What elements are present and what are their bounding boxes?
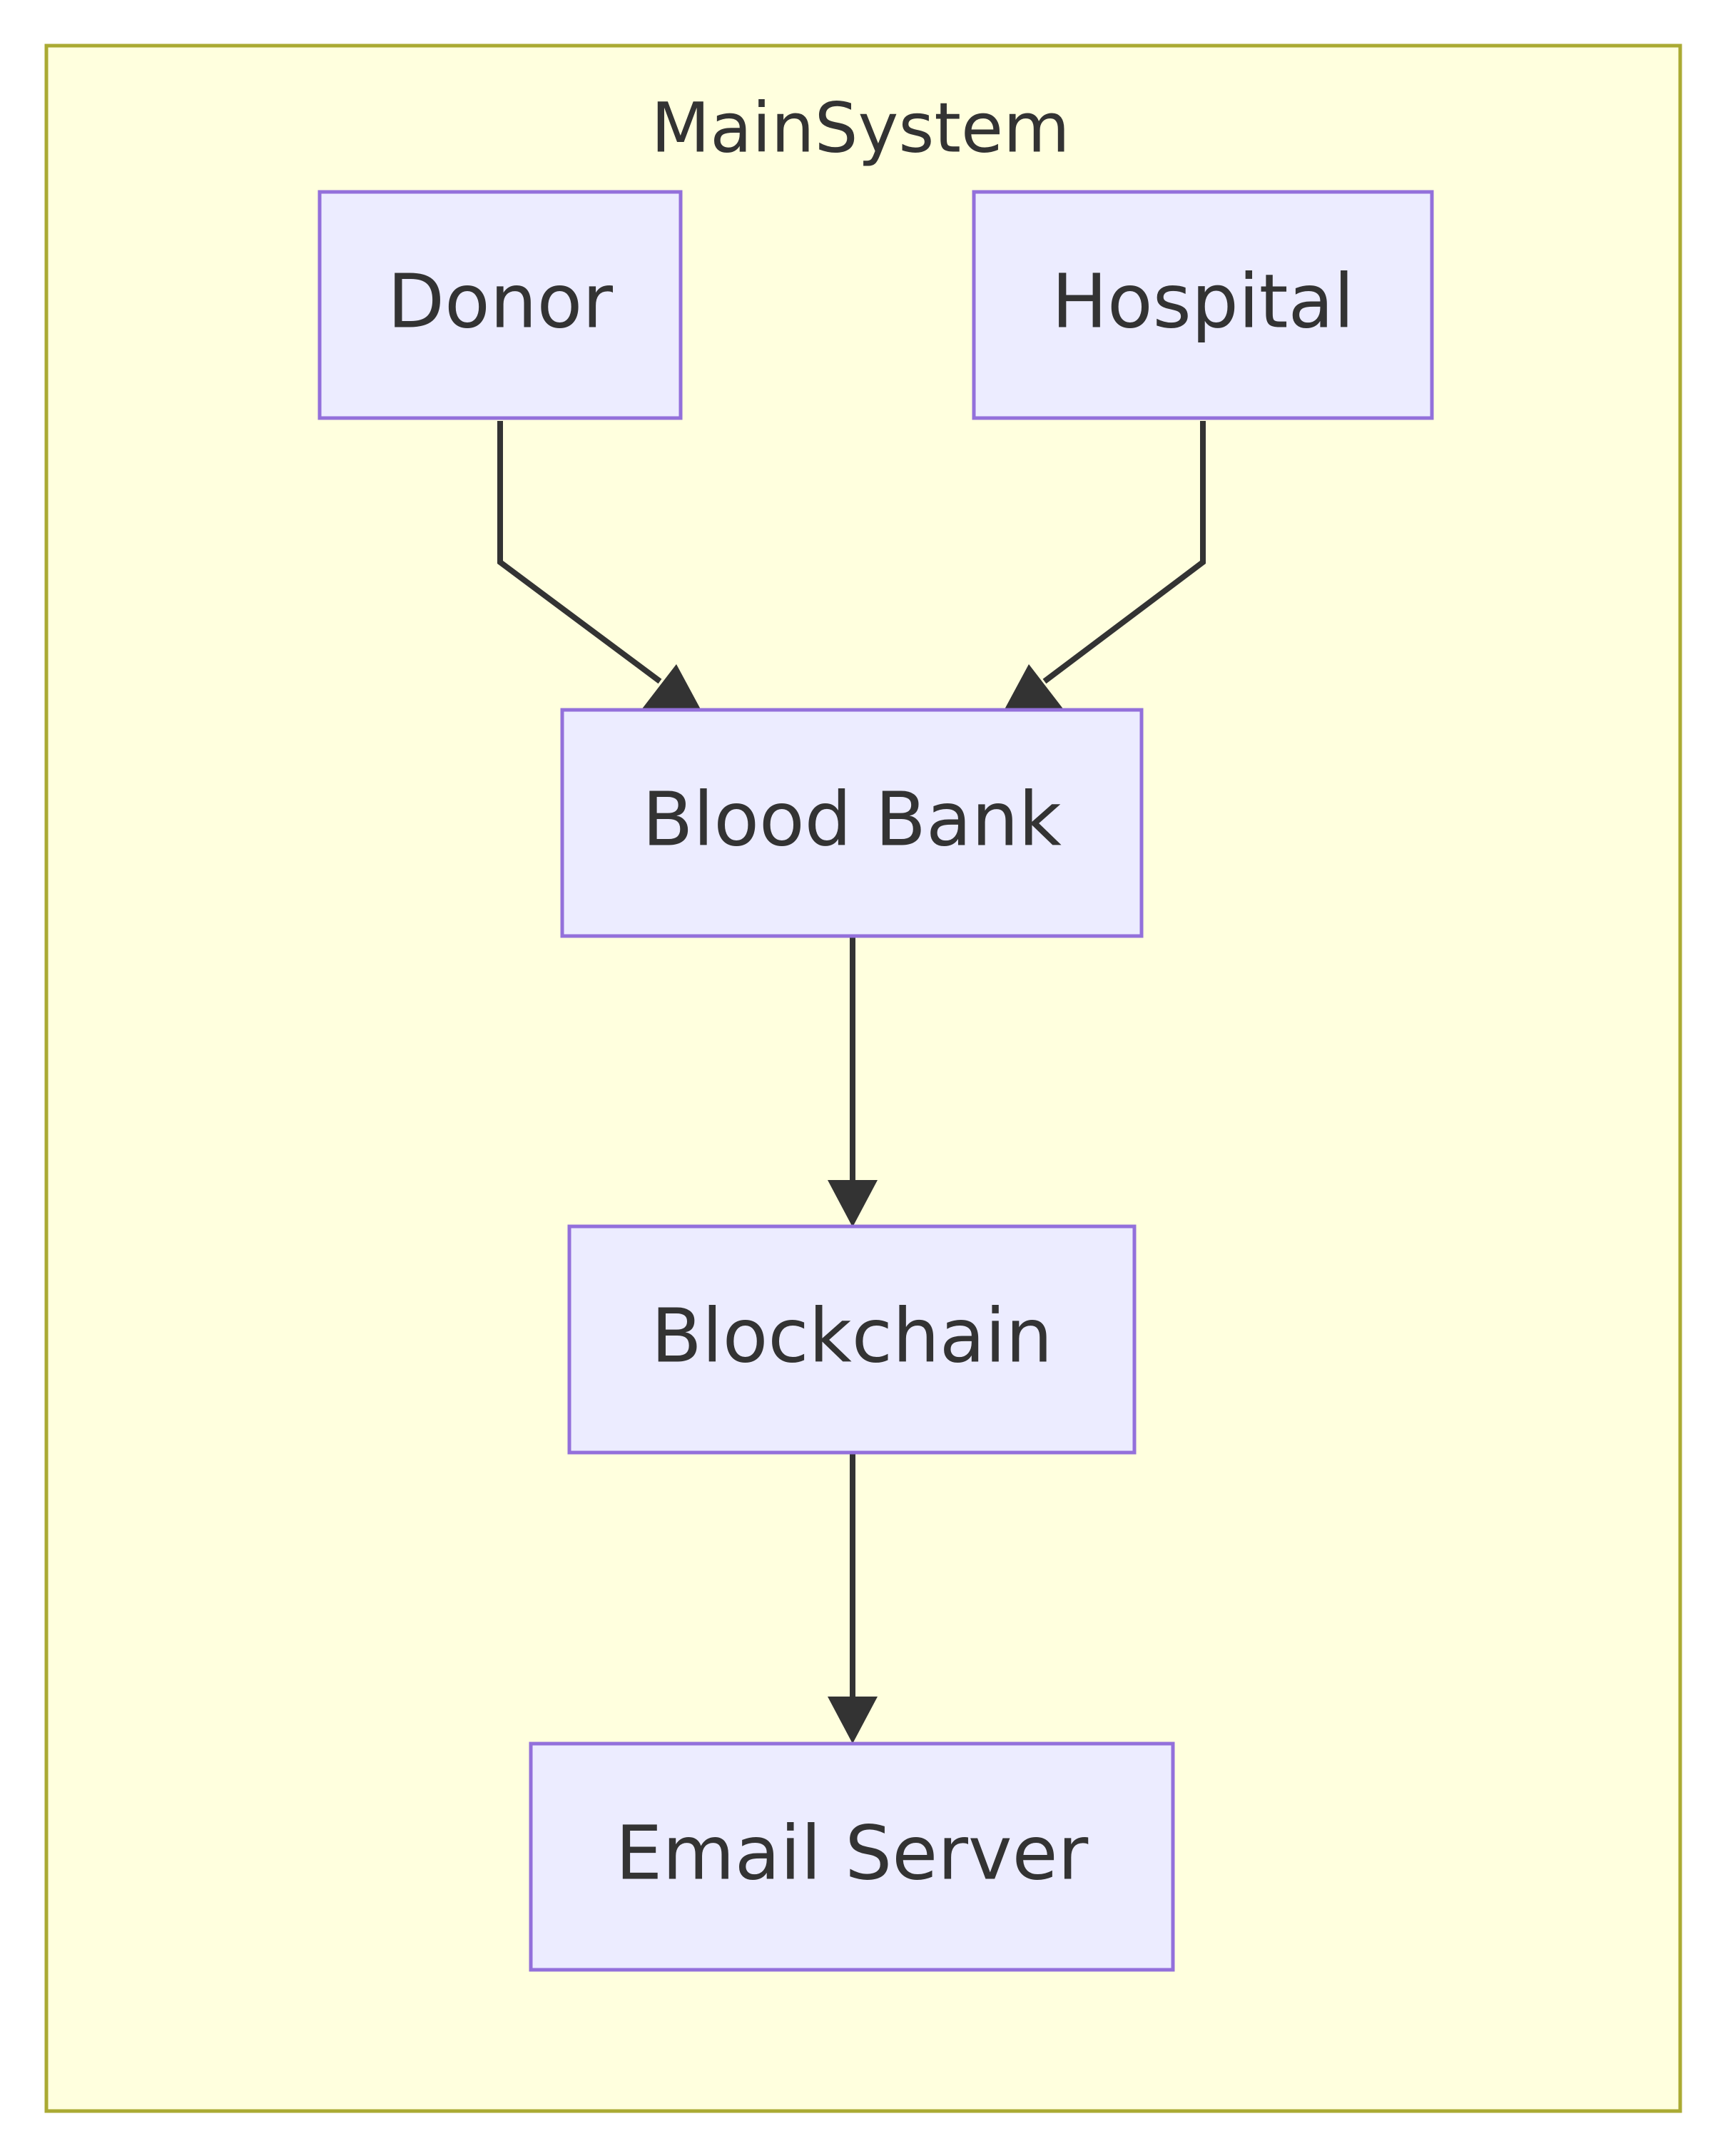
edge-line xyxy=(497,421,662,684)
node-box[interactable] xyxy=(972,190,1434,420)
node-label: Email Server xyxy=(616,1809,1089,1896)
edge-hospital-to-blood-bank xyxy=(1004,421,1206,711)
node-box[interactable] xyxy=(529,1741,1175,1972)
node-email-server[interactable]: Email Server xyxy=(529,1741,1175,1972)
node-label: Blockchain xyxy=(651,1292,1053,1379)
cluster-title: MainSystem xyxy=(651,88,1069,168)
arrowhead-icon xyxy=(1004,664,1064,711)
edge-blockchain-to-email-server xyxy=(828,1453,878,1744)
node-box[interactable] xyxy=(317,190,683,420)
node-donor[interactable]: Donor xyxy=(317,190,683,420)
node-hospital[interactable]: Hospital xyxy=(972,190,1434,420)
node-label: Donor xyxy=(387,258,613,345)
node-box[interactable] xyxy=(560,708,1144,938)
edges xyxy=(497,421,1206,1744)
edge-blood-bank-to-blockchain xyxy=(828,936,878,1227)
edge-donor-to-blood-bank xyxy=(497,421,701,711)
edge-line xyxy=(1042,421,1206,684)
node-label: Blood Bank xyxy=(642,776,1062,863)
node-label: Hospital xyxy=(1052,258,1354,345)
node-blood-bank[interactable]: Blood Bank xyxy=(560,708,1144,938)
arrowhead-icon xyxy=(641,664,701,711)
node-box[interactable] xyxy=(567,1224,1137,1455)
arrowhead-icon xyxy=(828,1180,878,1227)
arrowhead-icon xyxy=(828,1697,878,1744)
node-blockchain[interactable]: Blockchain xyxy=(567,1224,1137,1455)
